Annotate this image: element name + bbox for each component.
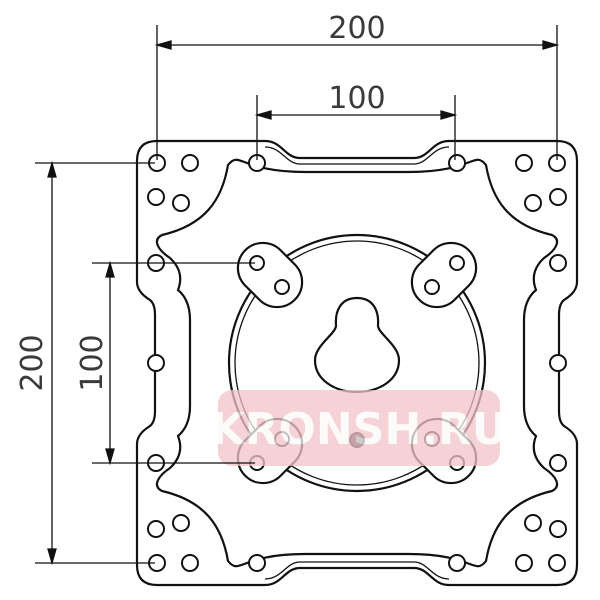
mount-plate [135, 139, 579, 587]
dim-top-inner: 100 [328, 81, 385, 116]
svg-text:KRONSH.RU: KRONSH.RU [210, 404, 507, 455]
dim-top-outer: 200 [328, 11, 385, 46]
dim-left-inner: 100 [75, 334, 110, 391]
watermark: KRONSH.RU [210, 390, 508, 466]
dimension-lines [35, 25, 560, 566]
keyhole-slot [313, 296, 401, 394]
dim-left-outer: 200 [15, 334, 50, 391]
